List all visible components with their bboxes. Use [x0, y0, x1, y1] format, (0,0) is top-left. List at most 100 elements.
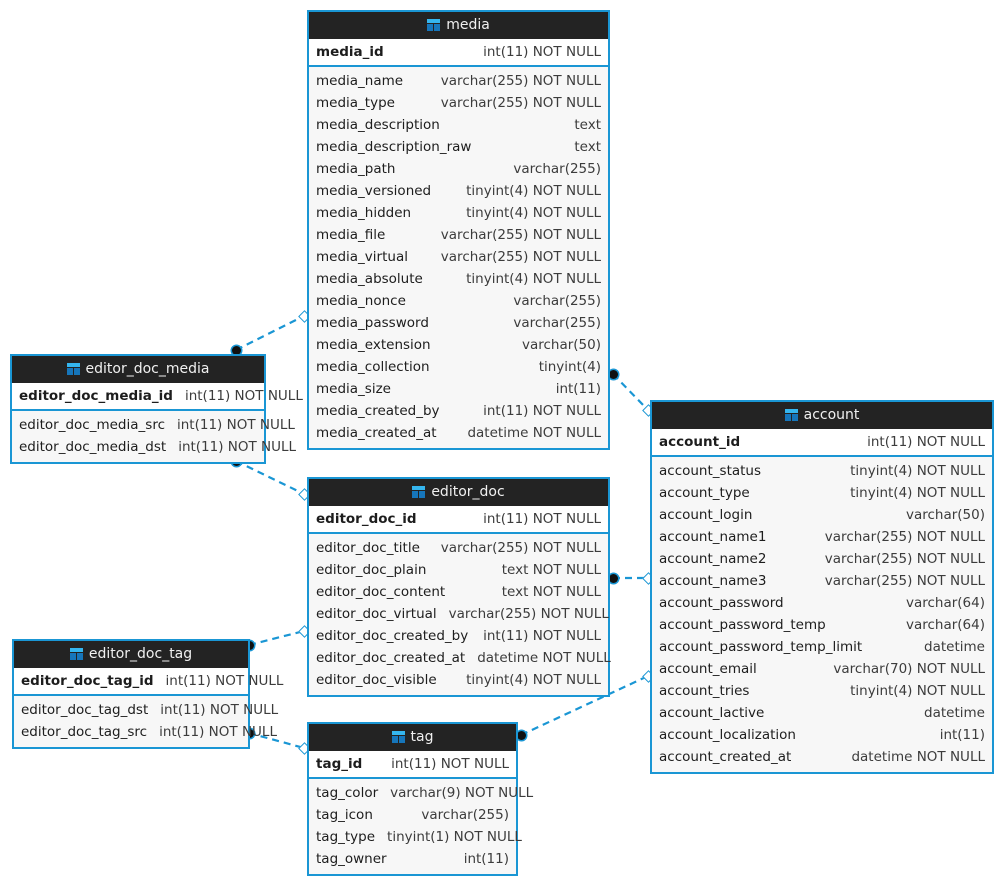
attribute-name: tag_icon	[316, 807, 373, 823]
entity-header-tag[interactable]: tag	[309, 724, 516, 751]
relation-endpoint-dot	[517, 731, 526, 740]
entity-header-editor-doc-tag[interactable]: editor_doc_tag	[14, 641, 248, 668]
attribute-row[interactable]: media_size int(11)	[309, 378, 608, 400]
attribute-row[interactable]: tag_id int(11) NOT NULL	[309, 751, 516, 777]
entity-title: editor_doc	[431, 484, 505, 500]
entity-header-account[interactable]: account	[652, 402, 992, 429]
entity-editor-doc-tag[interactable]: editor_doc_tag editor_doc_tag_id int(11)…	[12, 639, 283, 749]
entity-account[interactable]: account account_id int(11) NOT NULL acco…	[650, 400, 994, 774]
attribute-type: tinyint(4) NOT NULL	[466, 672, 601, 688]
attribute-row[interactable]: editor_doc_id int(11) NOT NULL	[309, 506, 608, 532]
attribute-type: datetime	[924, 705, 985, 721]
attribute-type: int(11) NOT NULL	[178, 439, 297, 455]
relation-endpoint-dot	[609, 574, 618, 583]
attribute-row[interactable]: account_id int(11) NOT NULL	[652, 429, 992, 455]
attribute-name: media_size	[316, 381, 391, 397]
attribute-name: editor_doc_virtual	[316, 606, 437, 622]
entity-editor-doc-media[interactable]: editor_doc_media editor_doc_media_id int…	[10, 354, 303, 464]
entity-title: media	[446, 17, 490, 33]
table-icon	[66, 363, 80, 375]
attribute-type: int(11) NOT NULL	[867, 434, 985, 450]
attribute-row[interactable]: media_id int(11) NOT NULL	[309, 39, 608, 65]
attribute-name: media_created_by	[316, 403, 440, 419]
entity-editor-doc[interactable]: editor_doc editor_doc_id int(11) NOT NUL…	[307, 477, 611, 697]
attribute-name: media_description	[316, 117, 440, 133]
attribute-type: tinyint(4) NOT NULL	[466, 183, 601, 199]
table-icon	[391, 731, 405, 743]
attribute-type: tinyint(4)	[538, 359, 601, 375]
attribute-type: text NOT NULL	[501, 584, 601, 600]
attribute-name: editor_doc_title	[316, 540, 420, 556]
attribute-name: account_created_at	[659, 749, 792, 765]
attribute-name: tag_color	[316, 785, 379, 801]
attribute-type: int(11) NOT NULL	[483, 44, 601, 60]
attribute-type: int(11)	[939, 727, 985, 743]
attribute-type: int(11)	[555, 381, 601, 397]
entity-media[interactable]: media media_id int(11) NOT NULL media_na…	[307, 10, 610, 450]
attribute-row[interactable]: editor_doc_tag_id int(11) NOT NULL	[14, 668, 283, 694]
attribute-type: tinyint(4) NOT NULL	[466, 271, 601, 287]
entity-header-media[interactable]: media	[309, 12, 608, 39]
attribute-name: editor_doc_media_src	[19, 417, 165, 433]
attribute-type: datetime NOT NULL	[477, 650, 611, 666]
attribute-row[interactable]: editor_doc_media_id int(11) NOT NULL	[12, 383, 303, 409]
attribute-row[interactable]: account_created_at datetime NOT NULL	[652, 746, 992, 768]
attribute-name: tag_id	[316, 756, 363, 772]
attribute-name: tag_type	[316, 829, 376, 845]
attribute-name: account_password_temp_limit	[659, 639, 863, 655]
attribute-type: datetime NOT NULL	[851, 749, 985, 765]
entity-title: tag	[410, 729, 434, 745]
entity-header-editor-doc-media[interactable]: editor_doc_media	[12, 356, 264, 383]
entity-header-editor-doc[interactable]: editor_doc	[309, 479, 608, 506]
attribute-type: tinyint(4) NOT NULL	[466, 205, 601, 221]
attribute-name: account_type	[659, 485, 750, 501]
